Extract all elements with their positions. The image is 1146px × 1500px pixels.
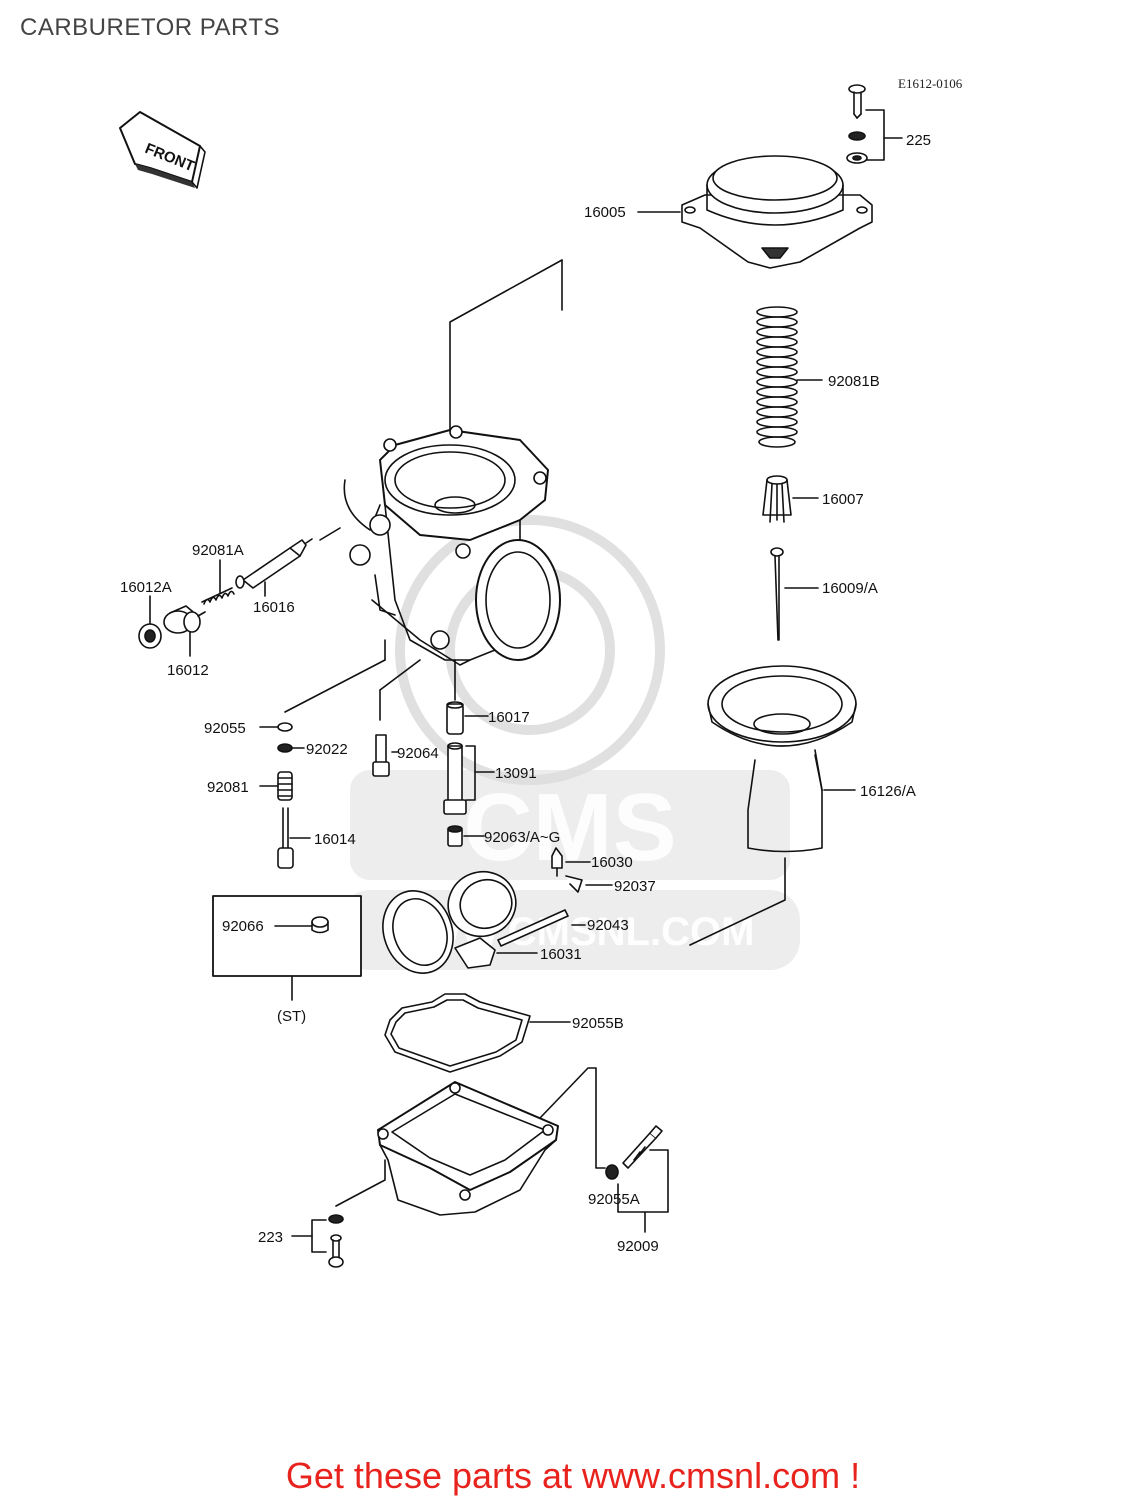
label-223: 223 [258, 1229, 283, 1246]
label-92081b: 92081B [828, 373, 880, 390]
label-92055a: 92055A [588, 1191, 640, 1208]
label-92066: 92066 [222, 918, 264, 935]
main-jet-92063-icon [447, 825, 463, 847]
screw-225-icon [846, 84, 868, 164]
front-arrow-icon [119, 111, 206, 189]
label-16009a: 16009/A [822, 580, 878, 597]
label-92064: 92064 [397, 745, 439, 762]
float-valve-16030-icon [551, 847, 563, 877]
diagram-code: E1612-0106 [898, 76, 963, 91]
page-title: CARBURETOR PARTS [20, 14, 281, 41]
carburetor-top-cover-icon [681, 155, 873, 269]
label-16005: 16005 [584, 204, 626, 221]
label-92009: 92009 [617, 1238, 659, 1255]
float-bowl-gasket-92055b-icon [384, 993, 531, 1073]
needle-jet-13091-icon [443, 742, 467, 815]
pilot-jet-92064-icon [372, 734, 390, 777]
label-92055b: 92055B [572, 1015, 624, 1032]
label-92081: 92081 [207, 779, 249, 796]
label-92063: 92063/A~G [484, 829, 560, 846]
bowl-screw-223-icon [328, 1214, 344, 1268]
clip-92037-icon [565, 875, 583, 893]
st-kit-box [212, 895, 362, 977]
label-16017: 16017 [488, 709, 530, 726]
label-st: (ST) [277, 1008, 306, 1025]
jet-needle-icon [770, 547, 784, 641]
footer-parts-link[interactable]: Get these parts at www.cmsnl.com ! [285, 1455, 861, 1496]
float-16031-icon [382, 870, 517, 974]
carburetor-body-icon [343, 425, 561, 666]
label-16012: 16012 [167, 662, 209, 679]
plug-16012-icon [163, 605, 206, 634]
label-92043: 92043 [587, 917, 629, 934]
needle-jet-holder-16017-icon [446, 701, 464, 735]
o-ring-92055-icon [277, 722, 293, 732]
starter-plunger-16014-icon [277, 807, 294, 869]
label-13091: 13091 [495, 765, 537, 782]
label-16014: 16014 [314, 831, 356, 848]
label-16031: 16031 [540, 946, 582, 963]
o-ring-92055a-icon [605, 1164, 619, 1180]
label-16012a: 16012A [120, 579, 172, 596]
label-92081a: 92081A [192, 542, 244, 559]
needle-holder-16007-icon [762, 475, 792, 523]
spring-92081a-icon [201, 587, 235, 605]
label-16007: 16007 [822, 491, 864, 508]
washer-92022-icon [277, 743, 293, 753]
float-bowl-icon [377, 1081, 559, 1216]
label-16126a: 16126/A [860, 783, 916, 800]
drain-screw-92009-icon [622, 1125, 663, 1169]
cap-16012a-icon [138, 623, 162, 649]
label-16030: 16030 [591, 854, 633, 871]
label-225: 225 [906, 132, 931, 149]
label-16016: 16016 [253, 599, 295, 616]
label-92022: 92022 [306, 741, 348, 758]
float-pin-92043-icon [497, 909, 569, 947]
spring-92081b-icon [756, 306, 798, 448]
label-92055: 92055 [204, 720, 246, 737]
vacuum-piston-icon [707, 665, 857, 853]
pilot-screw-16016-icon [235, 538, 313, 589]
label-92037: 92037 [614, 878, 656, 895]
spring-92081-icon [277, 771, 293, 801]
